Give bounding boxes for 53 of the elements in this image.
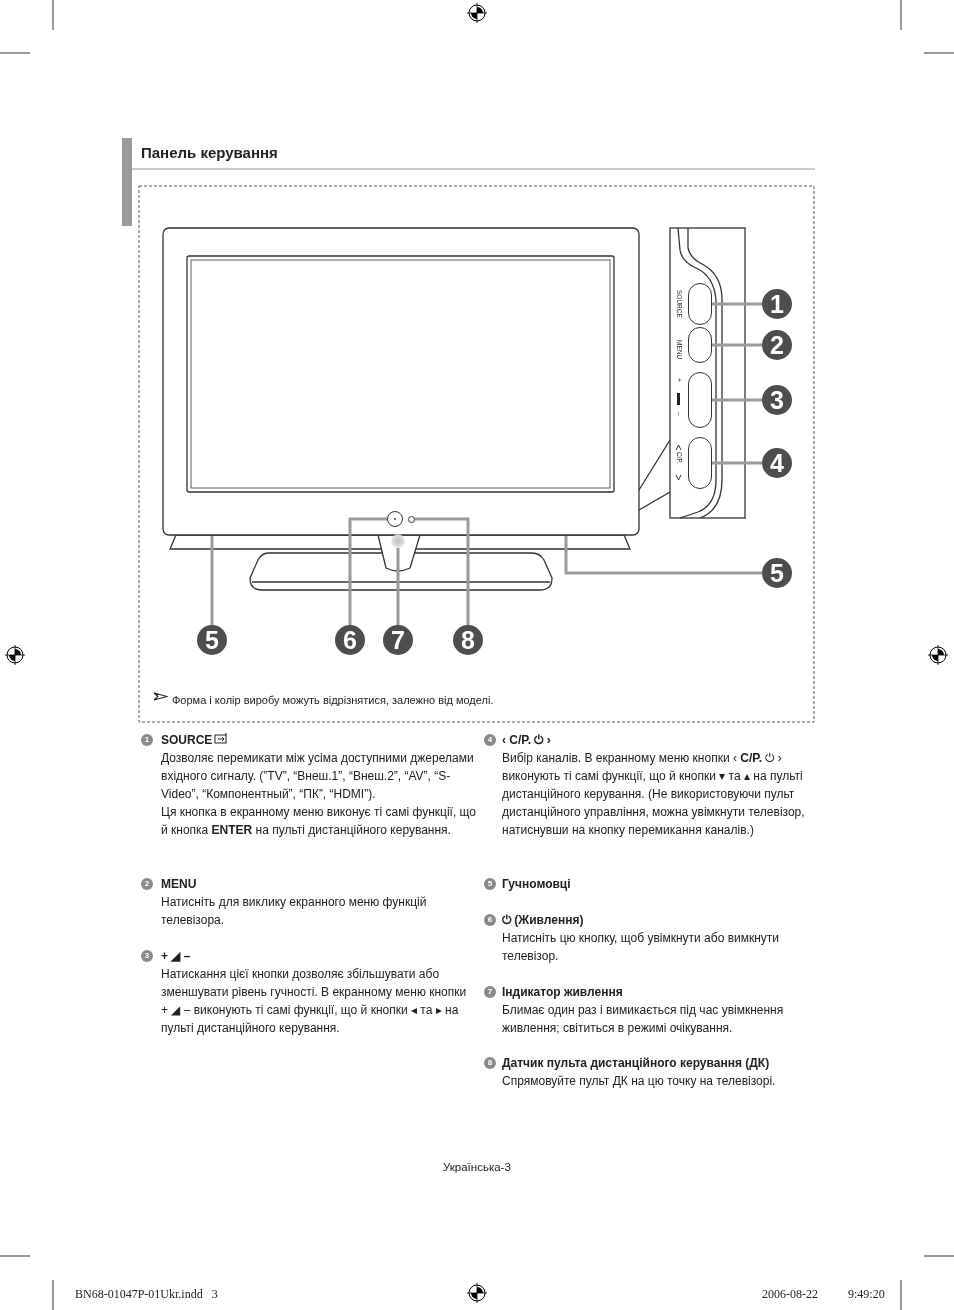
item-number: 7 [484, 986, 496, 998]
callout-number: 1 [762, 289, 792, 319]
section-title: Панель керування [141, 144, 278, 161]
item-number: 8 [484, 1057, 496, 1069]
leader-line [396, 548, 400, 625]
leader-line [564, 536, 762, 575]
leader-line [210, 536, 214, 625]
source-button [688, 283, 712, 325]
print-slug-text: 2006-08-22 [762, 1286, 818, 1303]
leader-line [712, 398, 762, 402]
item-number: 6 [484, 914, 496, 926]
callout-number: 8 [453, 625, 483, 655]
item-number: 3 [141, 950, 153, 962]
item-number: 5 [484, 878, 496, 890]
callout-number: 4 [762, 448, 792, 478]
leader-line [348, 517, 387, 625]
leader-line [712, 343, 762, 347]
page-number: Українська-3 [443, 1160, 511, 1175]
item-heading: ⏻ (Живлення) [502, 912, 584, 929]
print-slug-text: 9:49:20 [848, 1286, 885, 1303]
item-description: Натисніть для виклику екранного меню функцій телевізора. [161, 894, 428, 929]
callout-number: 2 [762, 330, 792, 360]
item-heading: MENU [161, 876, 197, 893]
item-heading: ‹ C/P. ⏻ › [502, 732, 551, 749]
item-number: 1 [141, 734, 153, 746]
item-heading: Гучномовці [502, 876, 571, 893]
callout-number: 6 [335, 625, 365, 655]
item-description: Дозволяє перемикати між усіма доступними джерелами вхідного сигналу. (”TV”, “Внеш.1”, “Внеш.2”, “AV”, “S-Video”, “Компонентный”, “ПК”, “HDMI”). [161, 750, 475, 803]
leader-line [414, 517, 470, 625]
leader-line [712, 461, 762, 465]
item-heading: Датчик пульта дистанційного керування (ДК) [502, 1055, 770, 1072]
item-number: 2 [141, 878, 153, 890]
item-heading: Індикатор живлення [502, 984, 623, 1001]
callout-number: 3 [762, 385, 792, 415]
item-description: Блимає один раз і вимикається під час увімкнення живлення; світиться в режимі очікування. [502, 1002, 785, 1037]
item-number: 4 [484, 734, 496, 746]
volume-button [688, 372, 712, 428]
item-heading: SOURCE [161, 732, 213, 749]
note-text: Форма і колір виробу можуть відрізнятися, залежно від моделі. [172, 693, 494, 708]
item-description: Ця кнопка в екранному меню виконує ті самі функції, що й кнопка ENTER на пульті дистанційного керування. [161, 804, 477, 839]
leader-line [712, 302, 762, 306]
remote-sensor [407, 515, 415, 523]
callout-number: 5 [197, 625, 227, 655]
item-description: Спрямовуйте пульт ДК на цю точку на телевізорі. [502, 1073, 777, 1090]
channel-button [688, 437, 712, 489]
callout-number: 7 [383, 625, 413, 655]
item-description: Натискання цієї кнопки дозволяє збільшувати або зменшувати рівень гучності. В екранному меню кнопки + ◢ – виконують ті самі функції, що й кнопки ◂ та ▸ на пульті дистанційного керування. [161, 966, 468, 1037]
callout-number: 5 [762, 558, 792, 588]
item-heading: + ◢ – [161, 948, 191, 965]
item-description: Натисніть цю кнопку, щоб увімкнути або вимкнути телевізор. [502, 930, 781, 965]
power-indicator [391, 534, 405, 548]
item-description: Вибір каналів. В екранному меню кнопки ‹ C/P. ⏻ › виконують ті самі функції, що й кнопки ▾ та ▴ на пульті дистанційного керування. (Не використовуючи пульт дистанційного управління, можна увімкнути телевізор, натиснувши на кнопку перемикання каналів.) [502, 750, 806, 839]
print-slug-text: BN68-01047P-01Ukr.indd 3 [75, 1286, 218, 1303]
